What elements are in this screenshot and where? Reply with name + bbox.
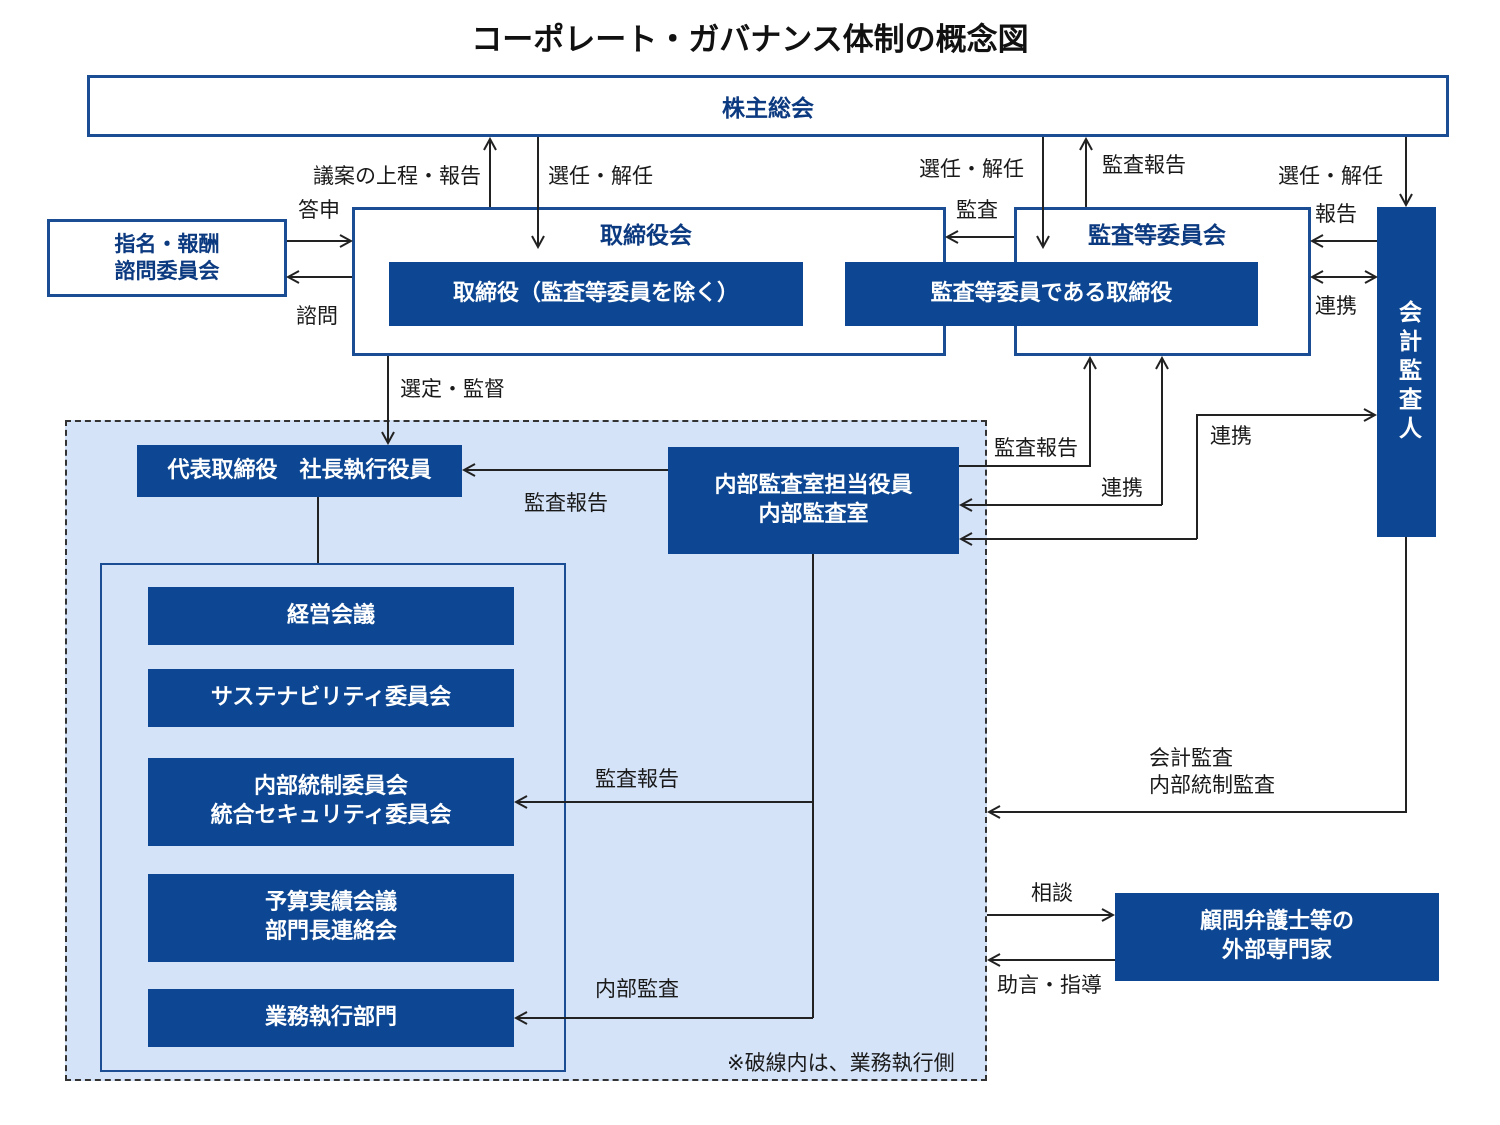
internal-audit-line2: 内部監査室 [758,501,869,527]
label-elect-dismiss-committee: 選任・解任 [919,157,1024,181]
internal-control-committee-box: 内部統制委員会 統合セキュリティ委員会 [148,758,514,846]
label-answer: 答申 [298,198,340,222]
external-advisors-line1: 顧問弁護士等の [1199,909,1354,935]
label-cooperate-ia-auditor: 連携 [1210,424,1252,448]
president-box: 代表取締役 社長執行役員 [137,445,462,497]
shareholders-meeting-label: 株主総会 [722,96,814,122]
label-elect-dismiss-auditor: 選任・解任 [1278,164,1383,188]
budget-meeting-box: 予算実績会議 部門長連絡会 [148,874,514,962]
page-title: コーポレート・ガバナンス体制の概念図 [471,22,1029,58]
budget-meeting-line2: 部門長連絡会 [264,919,397,944]
shareholders-meeting-box: 株主総会 [87,75,1449,137]
label-audit-report-ia-control: 監査報告 [595,767,679,791]
label-report-auditor: 報告 [1315,202,1357,226]
sustainability-committee-box: サステナビリティ委員会 [148,669,514,727]
business-dept-label: 業務執行部門 [264,1004,397,1030]
directors-excl-audit-label: 取締役（監査等委員を除く） [452,280,739,306]
president-label: 代表取締役 社長執行役員 [167,457,432,483]
business-dept-box: 業務執行部門 [148,989,514,1047]
nomination-committee-line1: 指名・報酬 [114,231,220,256]
audit-member-director-label: 監査等委員である取締役 [930,280,1173,306]
label-internal-audit: 内部監査 [595,977,679,1001]
accounting-auditor-box: 会計監査人 [1377,207,1436,537]
external-advisors-line2: 外部専門家 [1221,938,1332,963]
sustainability-committee-label: サステナビリティ委員会 [210,684,452,710]
label-accounting-audit-line1: 会計監査 [1149,746,1233,770]
label-audit-board: 監査 [956,198,998,222]
internal-audit-box: 内部監査室担当役員 内部監査室 [668,447,959,554]
label-advice: 助言・指導 [997,973,1102,997]
label-audit-report-ia-president: 監査報告 [524,491,608,515]
internal-audit-line1: 内部監査室担当役員 [714,472,913,498]
arrow-cooperate-ia-auditor-right [1196,415,1375,539]
label-audit-report-shareholders: 監査報告 [1102,153,1186,177]
label-accounting-audit-line2: 内部統制監査 [1149,773,1275,797]
label-cooperate-ia-committee: 連携 [1101,476,1143,500]
budget-meeting-line1: 予算実績会議 [264,890,397,916]
internal-control-line1: 内部統制委員会 [253,774,408,800]
audit-committee-label: 監査等委員会 [1088,223,1226,249]
management-meeting-label: 経営会議 [286,602,375,628]
label-cooperate-auditor: 連携 [1315,294,1357,318]
external-advisors-box: 顧問弁護士等の 外部専門家 [1115,893,1439,981]
arrow-internal-audit-to-committee [959,358,1090,467]
internal-control-line2: 統合セキュリティ委員会 [210,803,452,828]
audit-member-director-box: 監査等委員である取締役 [845,262,1258,326]
label-proposal-report: 議案の上程・報告 [313,164,481,188]
label-audit-report-ia-committee: 監査報告 [994,436,1078,460]
label-consult: 諮問 [296,304,338,328]
arrow-auditor-to-exec-area [989,537,1407,812]
directors-excl-audit-box: 取締役（監査等委員を除く） [389,262,803,326]
label-consultation: 相談 [1031,881,1073,905]
label-select-supervise: 選定・監督 [400,377,505,401]
board-of-directors-label: 取締役会 [600,223,692,249]
management-meeting-box: 経営会議 [148,587,514,645]
accounting-auditor-label: 会計監査人 [1394,299,1421,445]
label-elect-dismiss-board: 選任・解任 [548,164,653,188]
nomination-committee-box: 指名・報酬 諮問委員会 [47,219,287,297]
nomination-committee-line2: 諮問委員会 [114,259,220,283]
dashed-area-note: ※破線内は、業務執行側 [727,1051,955,1075]
